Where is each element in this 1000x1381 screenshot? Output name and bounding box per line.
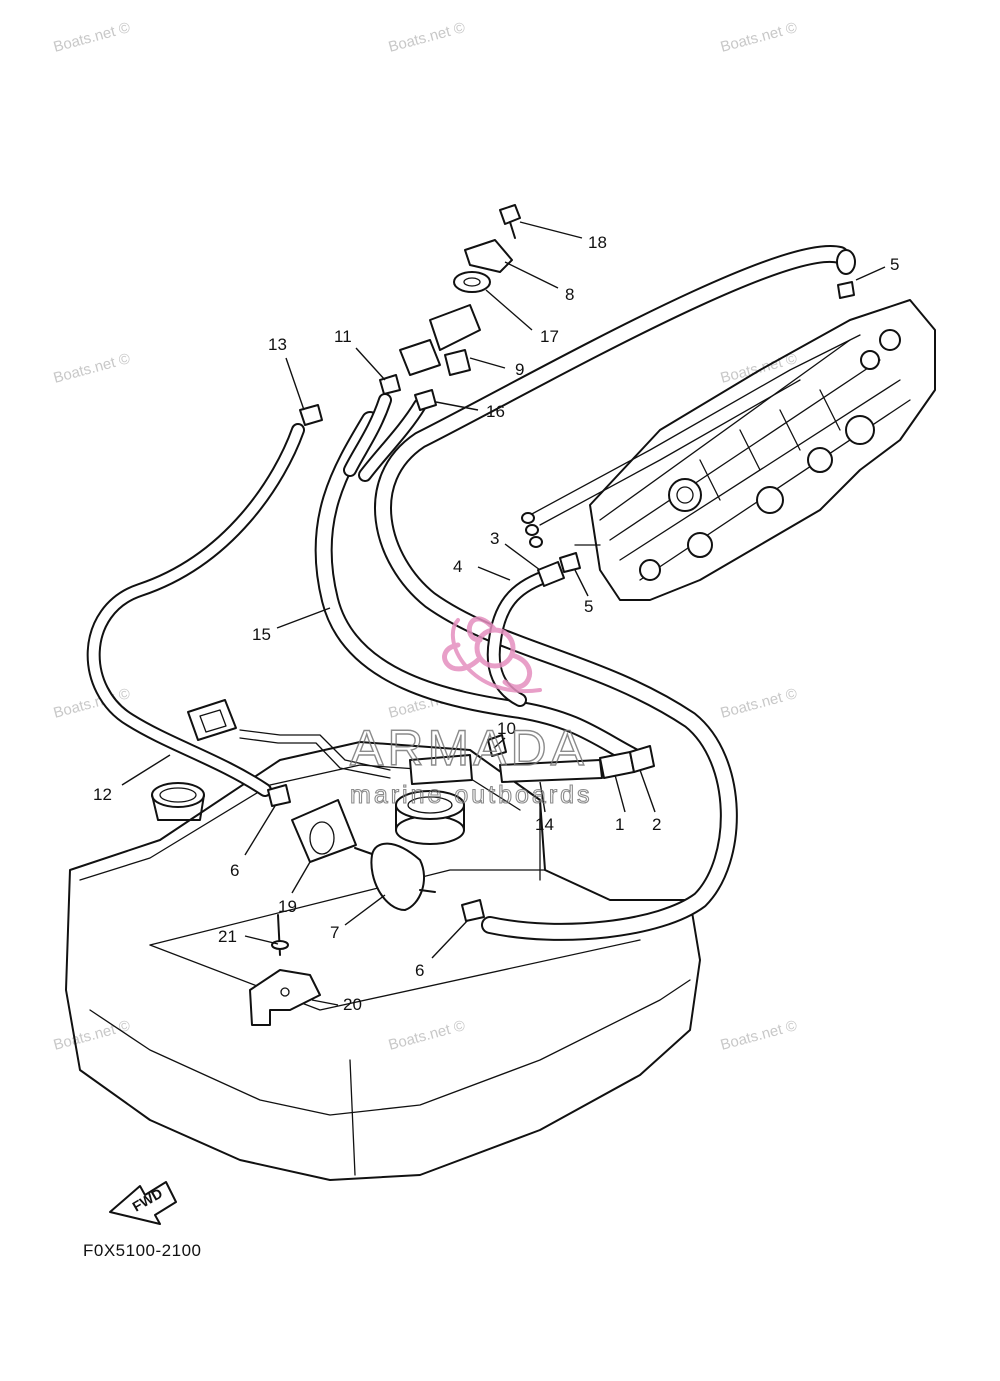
callout-label: 11 bbox=[334, 327, 352, 346]
fuel-tank bbox=[65, 741, 701, 1181]
watermark: Boats.net © bbox=[52, 19, 132, 56]
callout-label: 18 bbox=[588, 233, 607, 252]
propeller-logo-icon bbox=[442, 616, 542, 694]
callout-label: 6 bbox=[415, 961, 424, 980]
watermark: Boats.net © bbox=[719, 1017, 799, 1054]
callout-label: 16 bbox=[486, 402, 505, 421]
callout-label: 5 bbox=[890, 255, 899, 274]
arrow-icon bbox=[109, 1181, 177, 1225]
watermark: Boats.net © bbox=[719, 685, 799, 722]
callout-label: 14 bbox=[535, 815, 554, 834]
forward-direction-arrow: FWD bbox=[109, 1181, 177, 1225]
callout-label: 20 bbox=[343, 995, 362, 1014]
brand-logo: ARMADA marine outboards bbox=[349, 616, 593, 810]
callout-label: 5 bbox=[584, 597, 593, 616]
callout-label: 6 bbox=[230, 861, 239, 880]
watermark: Boats.net © bbox=[719, 19, 799, 56]
callout-label: 2 bbox=[652, 815, 661, 834]
callouts: 18 8 17 5 9 16 11 13 3 4 5 15 10 12 14 1… bbox=[93, 233, 899, 1014]
callout-label: 10 bbox=[497, 719, 516, 738]
callout-label: 17 bbox=[540, 327, 559, 346]
callout-label: 13 bbox=[268, 335, 287, 354]
watermark: Boats.net © bbox=[52, 350, 132, 387]
brand-name: ARMADA bbox=[350, 720, 588, 776]
callout-label: 3 bbox=[490, 529, 499, 548]
leader-lines bbox=[121, 221, 886, 1006]
parts bbox=[187, 204, 856, 1026]
callout-label: 7 bbox=[330, 923, 339, 942]
callout-label: 8 bbox=[565, 285, 574, 304]
callout-label: 1 bbox=[615, 815, 624, 834]
fuel-hoses bbox=[86, 244, 849, 941]
callout-label: 19 bbox=[278, 897, 297, 916]
callout-label: 12 bbox=[93, 785, 112, 804]
engine-block bbox=[521, 299, 936, 601]
callout-label: 4 bbox=[453, 557, 462, 576]
watermark: Boats.net © bbox=[387, 1017, 467, 1054]
callout-label: 15 bbox=[252, 625, 271, 644]
brand-tagline: marine outboards bbox=[350, 781, 593, 809]
callout-label: 21 bbox=[218, 927, 237, 946]
watermark: Boats.net © bbox=[387, 19, 467, 56]
diagram-code: F0X5100-2100 bbox=[83, 1241, 201, 1260]
watermark: Boats.net © bbox=[52, 1017, 132, 1054]
callout-label: 9 bbox=[515, 360, 524, 379]
